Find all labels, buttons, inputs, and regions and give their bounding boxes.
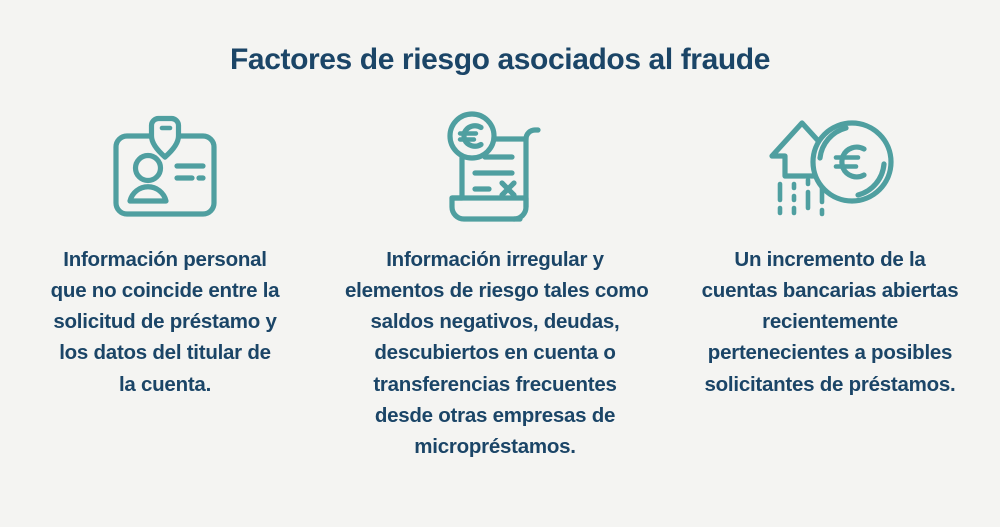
caption-line: solicitud de préstamo y (53, 310, 277, 334)
risk-factor-item-3: Un incremento de la cuentas bancarias ab… (665, 110, 995, 400)
caption-line: que no coincide entre la (50, 279, 280, 303)
risk-factor-caption-1: Información personal que no coincide ent… (39, 244, 291, 400)
caption-line: Información irregular y (386, 248, 604, 271)
caption-line: recientemente (762, 310, 898, 334)
caption-line: solicitantes de préstamos. (704, 372, 956, 396)
caption-line: Información personal (63, 248, 267, 271)
id-card-person-icon (106, 110, 224, 222)
risk-factor-item-2: Información irregular y elementos de rie… (325, 110, 665, 462)
risk-factor-caption-3: Un incremento de la cuentas bancarias ab… (694, 244, 966, 400)
caption-line: pertenecientes a posibles (707, 341, 953, 365)
caption-line: micropréstamos. (414, 434, 576, 458)
caption-line: transferencias frecuentes (373, 372, 617, 396)
caption-line: descubiertos en cuenta o (374, 341, 616, 365)
caption-line: los datos del titular de (59, 341, 271, 365)
page-title: Factores de riesgo asociados al fraude (229, 43, 770, 76)
risk-factor-columns: Información personal que no coincide ent… (0, 110, 1000, 462)
rising-arrow-euro-coin-icon (764, 110, 896, 222)
caption-line: desde otras empresas de (374, 403, 616, 427)
risk-factor-item-1: Información personal que no coincide ent… (5, 110, 325, 400)
caption-line: elementos de riesgo tales como (345, 279, 649, 303)
caption-line: la cuenta. (118, 372, 212, 396)
invoice-scroll-euro-icon (440, 110, 550, 222)
risk-factor-caption-2: Información irregular y elementos de rie… (345, 244, 649, 462)
caption-line: saldos negativos, deudas, (370, 310, 620, 334)
caption-line: Un incremento de la (734, 248, 926, 271)
caption-line: cuentas bancarias abiertas (701, 279, 959, 303)
